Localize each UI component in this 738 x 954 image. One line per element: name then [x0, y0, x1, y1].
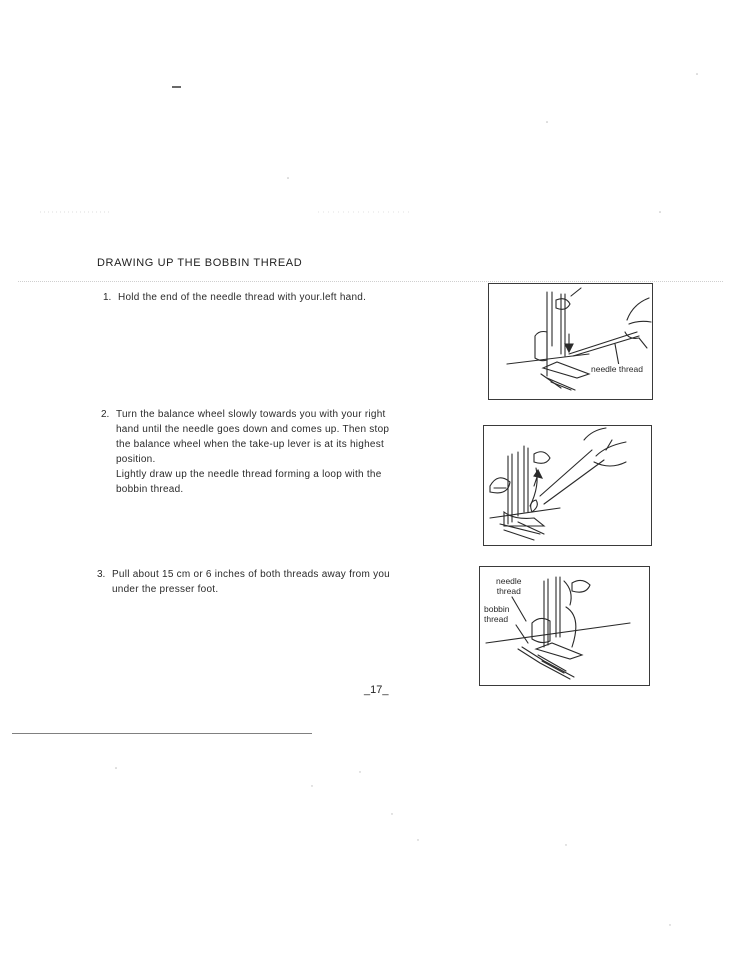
figure-pull-threads: needle thread bobbin thread	[479, 566, 650, 686]
step-2-number: 2.	[101, 409, 110, 420]
step-2-line-5: Lightly draw up the needle thread formin…	[116, 469, 382, 480]
step-1-line-1: Hold the end of the needle thread with y…	[118, 292, 367, 303]
page-number: _17_	[364, 684, 389, 696]
section-title: DRAWING UP THE BOBBIN THREAD	[97, 257, 303, 269]
step-3: 3. Pull about 15 cm or 6 inches of both …	[97, 567, 442, 597]
step-2-line-2: hand until the needle goes down and come…	[116, 424, 390, 435]
needle-thread-label-line-1: needle	[496, 576, 522, 586]
figure-draw-loop	[483, 425, 652, 546]
bobbin-thread-label-line-1: bobbin	[484, 604, 510, 614]
step-2-line-6: bobbin thread.	[116, 484, 184, 495]
sewing-machine-needle-illustration	[506, 287, 652, 391]
step-2: 2. Turn the balance wheel slowly towards…	[101, 407, 436, 497]
step-2-line-1: Turn the balance wheel slowly towards yo…	[116, 409, 386, 420]
needle-thread-label-line-2: thread	[496, 586, 521, 596]
bobbin-thread-label-block: bobbin thread	[484, 604, 510, 624]
heading-divider	[18, 281, 723, 282]
sewing-machine-pull-threads-illustration	[485, 576, 631, 680]
needle-thread-label: needle thread	[591, 364, 643, 374]
step-1: 1. Hold the end of the needle thread wit…	[103, 290, 438, 305]
step-1-number: 1.	[103, 292, 112, 303]
step-2-line-4: position.	[116, 454, 156, 465]
needle-thread-label-block: needle thread	[496, 576, 522, 596]
step-3-number: 3.	[97, 569, 106, 580]
sewing-machine-loop-illustration	[489, 427, 627, 541]
step-2-line-3: the balance wheel when the take-up lever…	[116, 439, 384, 450]
step-3-line-1: Pull about 15 cm or 6 inches of both thr…	[112, 569, 390, 580]
bobbin-thread-label-line-2: thread	[484, 614, 509, 624]
step-3-line-2: under the presser foot.	[112, 584, 219, 595]
figure-hold-needle-thread: needle thread	[488, 283, 653, 400]
scan-edge-line	[12, 733, 312, 734]
